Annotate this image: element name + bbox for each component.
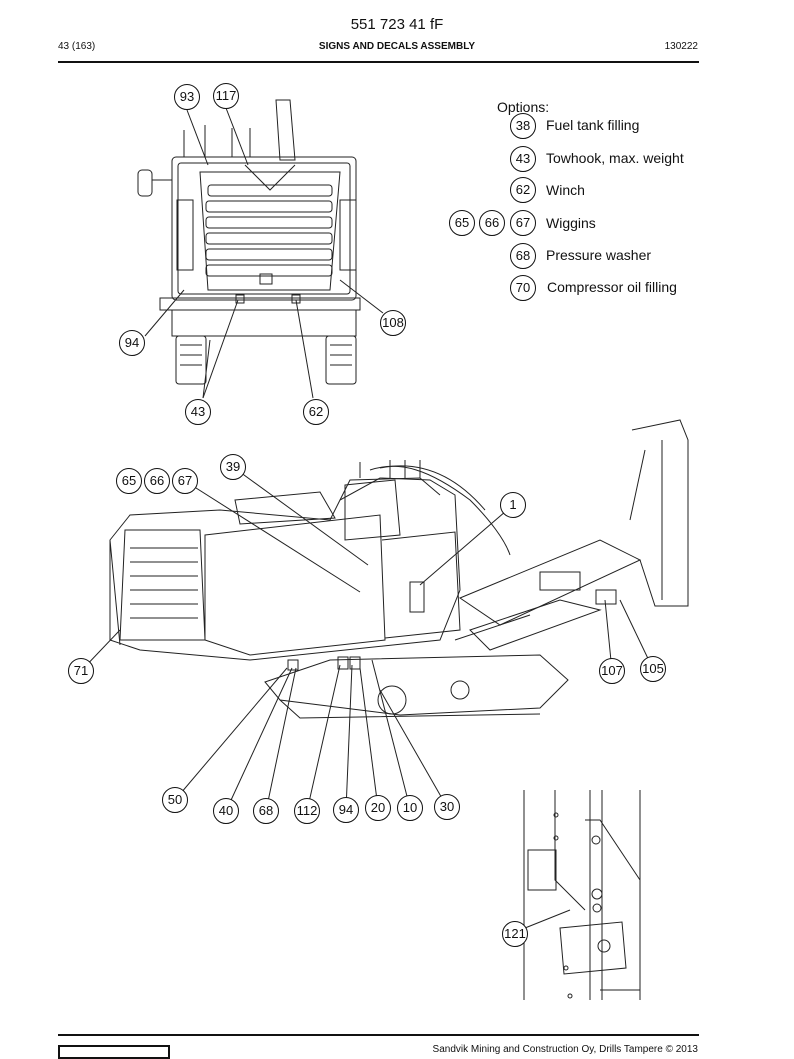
section-title: SIGNS AND DECALS ASSEMBLY <box>318 41 476 52</box>
option-label-winch: Winch <box>546 182 585 198</box>
callout-65: 65 <box>116 468 142 494</box>
option-callout-62: 62 <box>510 177 536 203</box>
callout-105: 105 <box>640 656 666 682</box>
option-callout-68: 68 <box>510 243 536 269</box>
callout-30: 30 <box>434 794 460 820</box>
callout-108: 108 <box>380 310 406 336</box>
callout-117: 117 <box>213 83 239 109</box>
option-label-wiggins: Wiggins <box>546 215 596 231</box>
option-callout-66: 66 <box>479 210 505 236</box>
callout-39: 39 <box>220 454 246 480</box>
callout-40: 40 <box>213 798 239 824</box>
callout-112: 112 <box>294 798 320 824</box>
front-view-drawing <box>138 100 360 384</box>
header-rule <box>58 61 699 63</box>
options-title: Options: <box>497 99 550 115</box>
option-label-compressor-oil-filling: Compressor oil filling <box>547 279 677 295</box>
callout-94-front: 94 <box>119 330 145 356</box>
callout-71: 71 <box>68 658 94 684</box>
callout-68: 68 <box>253 798 279 824</box>
option-label-pressure-washer: Pressure washer <box>546 247 652 263</box>
footer-rule <box>58 1034 699 1036</box>
option-callout-43: 43 <box>510 146 536 172</box>
document-number: 551 723 41 fF <box>350 16 444 33</box>
page-reference: 43 (163) <box>58 41 96 52</box>
option-callout-70: 70 <box>510 275 536 301</box>
detail-view-drawing <box>524 790 640 1000</box>
option-callout-65: 65 <box>449 210 475 236</box>
callout-1: 1 <box>500 492 526 518</box>
callout-94-side: 94 <box>333 797 359 823</box>
callout-93: 93 <box>174 84 200 110</box>
callout-43: 43 <box>185 399 211 425</box>
callout-67: 67 <box>172 468 198 494</box>
callout-50: 50 <box>162 787 188 813</box>
footer-copyright: Sandvik Mining and Construction Oy, Dril… <box>432 1044 698 1055</box>
callout-121: 121 <box>502 921 528 947</box>
callout-10: 10 <box>397 795 423 821</box>
option-callout-38: 38 <box>510 113 536 139</box>
callout-66: 66 <box>144 468 170 494</box>
option-label-towhook: Towhook, max. weight <box>546 150 684 166</box>
document-date: 130222 <box>664 41 698 52</box>
callout-62: 62 <box>303 399 329 425</box>
side-view-drawing <box>110 420 688 718</box>
option-label-fuel-tank-filling: Fuel tank filling <box>546 117 640 133</box>
side-view-leader-lines <box>81 467 653 811</box>
callout-107: 107 <box>599 658 625 684</box>
front-view-leader-lines <box>145 108 383 398</box>
callout-20: 20 <box>365 795 391 821</box>
option-callout-67: 67 <box>510 210 536 236</box>
